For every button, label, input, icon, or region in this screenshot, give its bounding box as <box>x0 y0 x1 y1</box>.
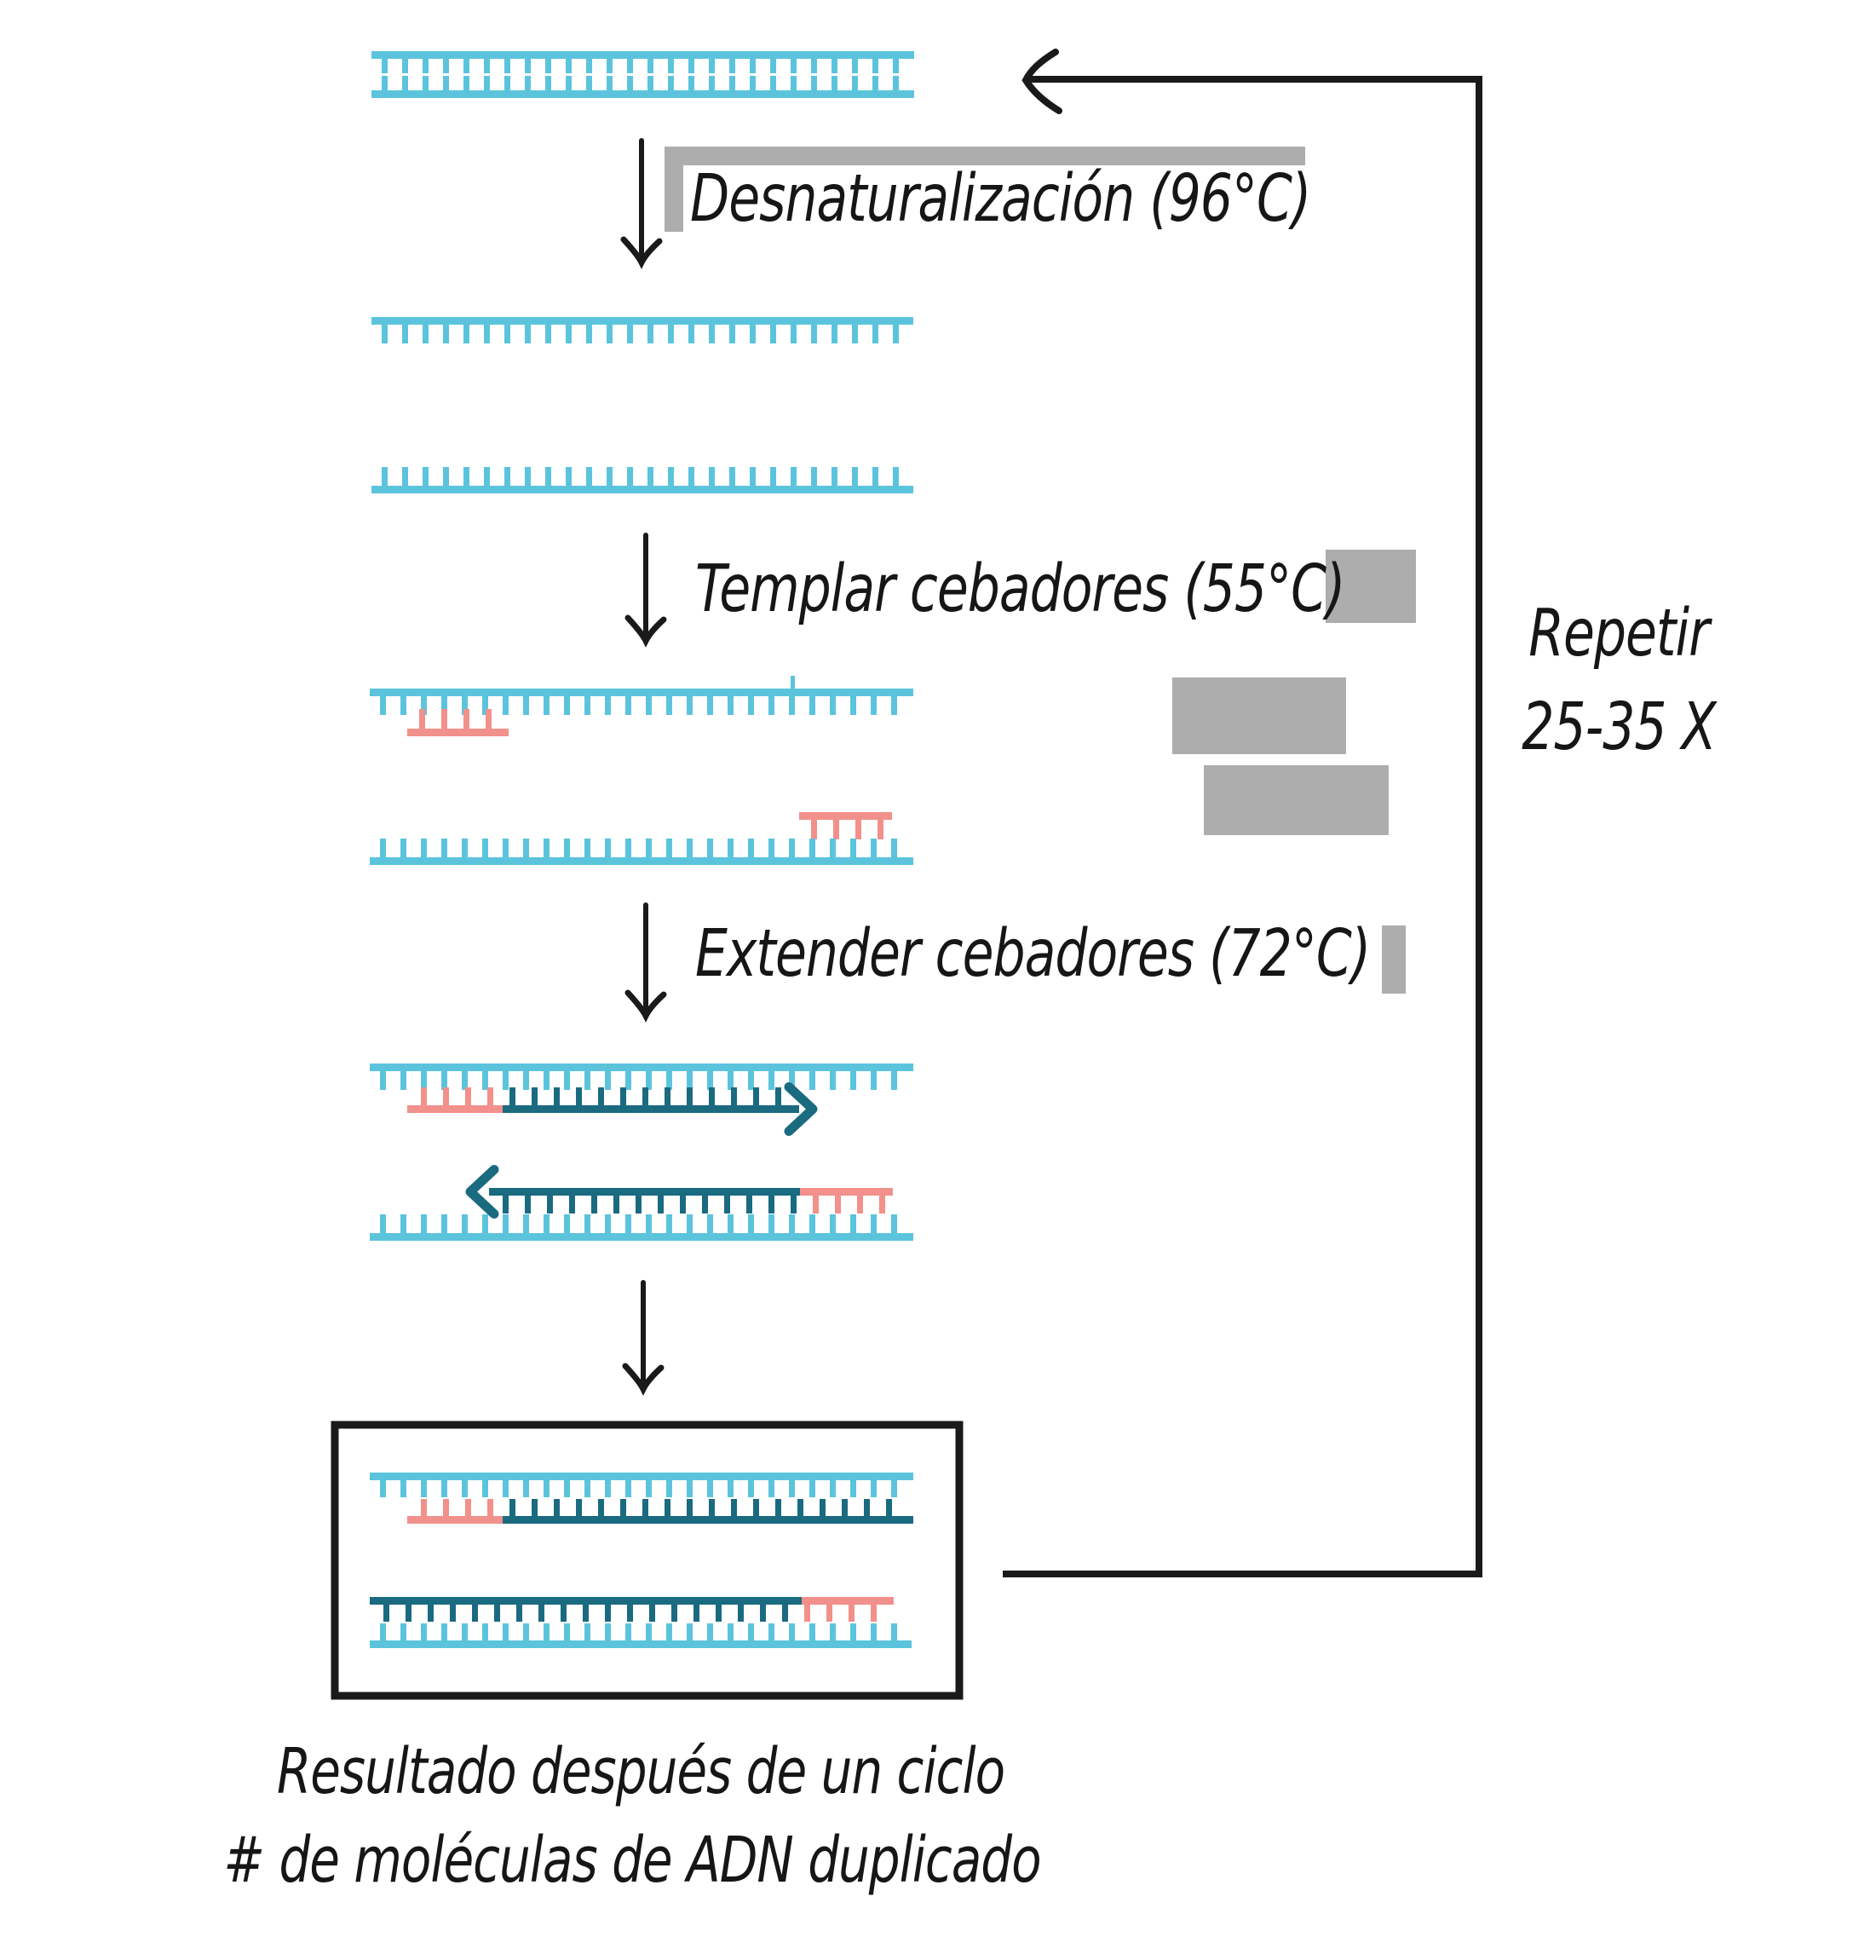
extension-direction-arrowhead <box>465 1165 499 1219</box>
step-label-denaturation: Desnaturalización (96°C) <box>690 160 1311 238</box>
result-new-strand-forward <box>407 1499 913 1524</box>
result-caption-line2: # de moléculas de ADN duplicado <box>223 1822 1041 1897</box>
extend-template-lower <box>370 1214 913 1241</box>
arrow-extension <box>624 902 667 1023</box>
dsdna-template-lower <box>371 76 914 98</box>
result-template-upper <box>370 1473 913 1497</box>
step-label-extension: Extender cebadores (72°C) <box>695 915 1371 993</box>
repeat-label-line2: 25-35 X <box>1522 689 1717 766</box>
extend-template-upper <box>370 1064 913 1090</box>
highlight-extension-right <box>1382 925 1406 994</box>
highlight-denaturation-top <box>665 147 1305 165</box>
dsdna-template-upper <box>371 51 914 73</box>
anneal-primer-reverse <box>799 812 892 839</box>
extension-direction-arrowhead <box>784 1082 818 1136</box>
repeat-label-line1: Repetir <box>1528 595 1709 672</box>
denatured-strand-upper <box>371 317 913 343</box>
extend-new-strand-forward <box>407 1082 818 1136</box>
step-label-annealing: Templar cebadores (55°C) <box>695 551 1345 628</box>
result-template-lower <box>370 1623 912 1648</box>
highlight-annealing-right <box>1326 550 1416 623</box>
arrow-result <box>622 1280 665 1396</box>
anneal-primer-forward <box>407 709 509 736</box>
highlight-denaturation-left <box>665 147 683 232</box>
arrow-annealing <box>624 533 667 648</box>
arrow-denaturation <box>620 138 663 269</box>
result-box <box>331 1421 964 1700</box>
highlight-anneal-row2 <box>1204 765 1389 835</box>
extend-new-strand-reverse <box>465 1165 893 1219</box>
anneal-template-lower <box>370 839 913 865</box>
result-caption-line1: Resultado después de un ciclo <box>276 1733 1005 1808</box>
highlight-anneal-row1 <box>1172 677 1346 754</box>
anneal-template-upper <box>370 676 913 715</box>
result-new-strand-reverse <box>370 1597 894 1622</box>
repeat-loop-arrowhead <box>1021 49 1062 114</box>
repeat-loop-line <box>1003 76 1482 1577</box>
denatured-strand-lower <box>371 467 913 493</box>
